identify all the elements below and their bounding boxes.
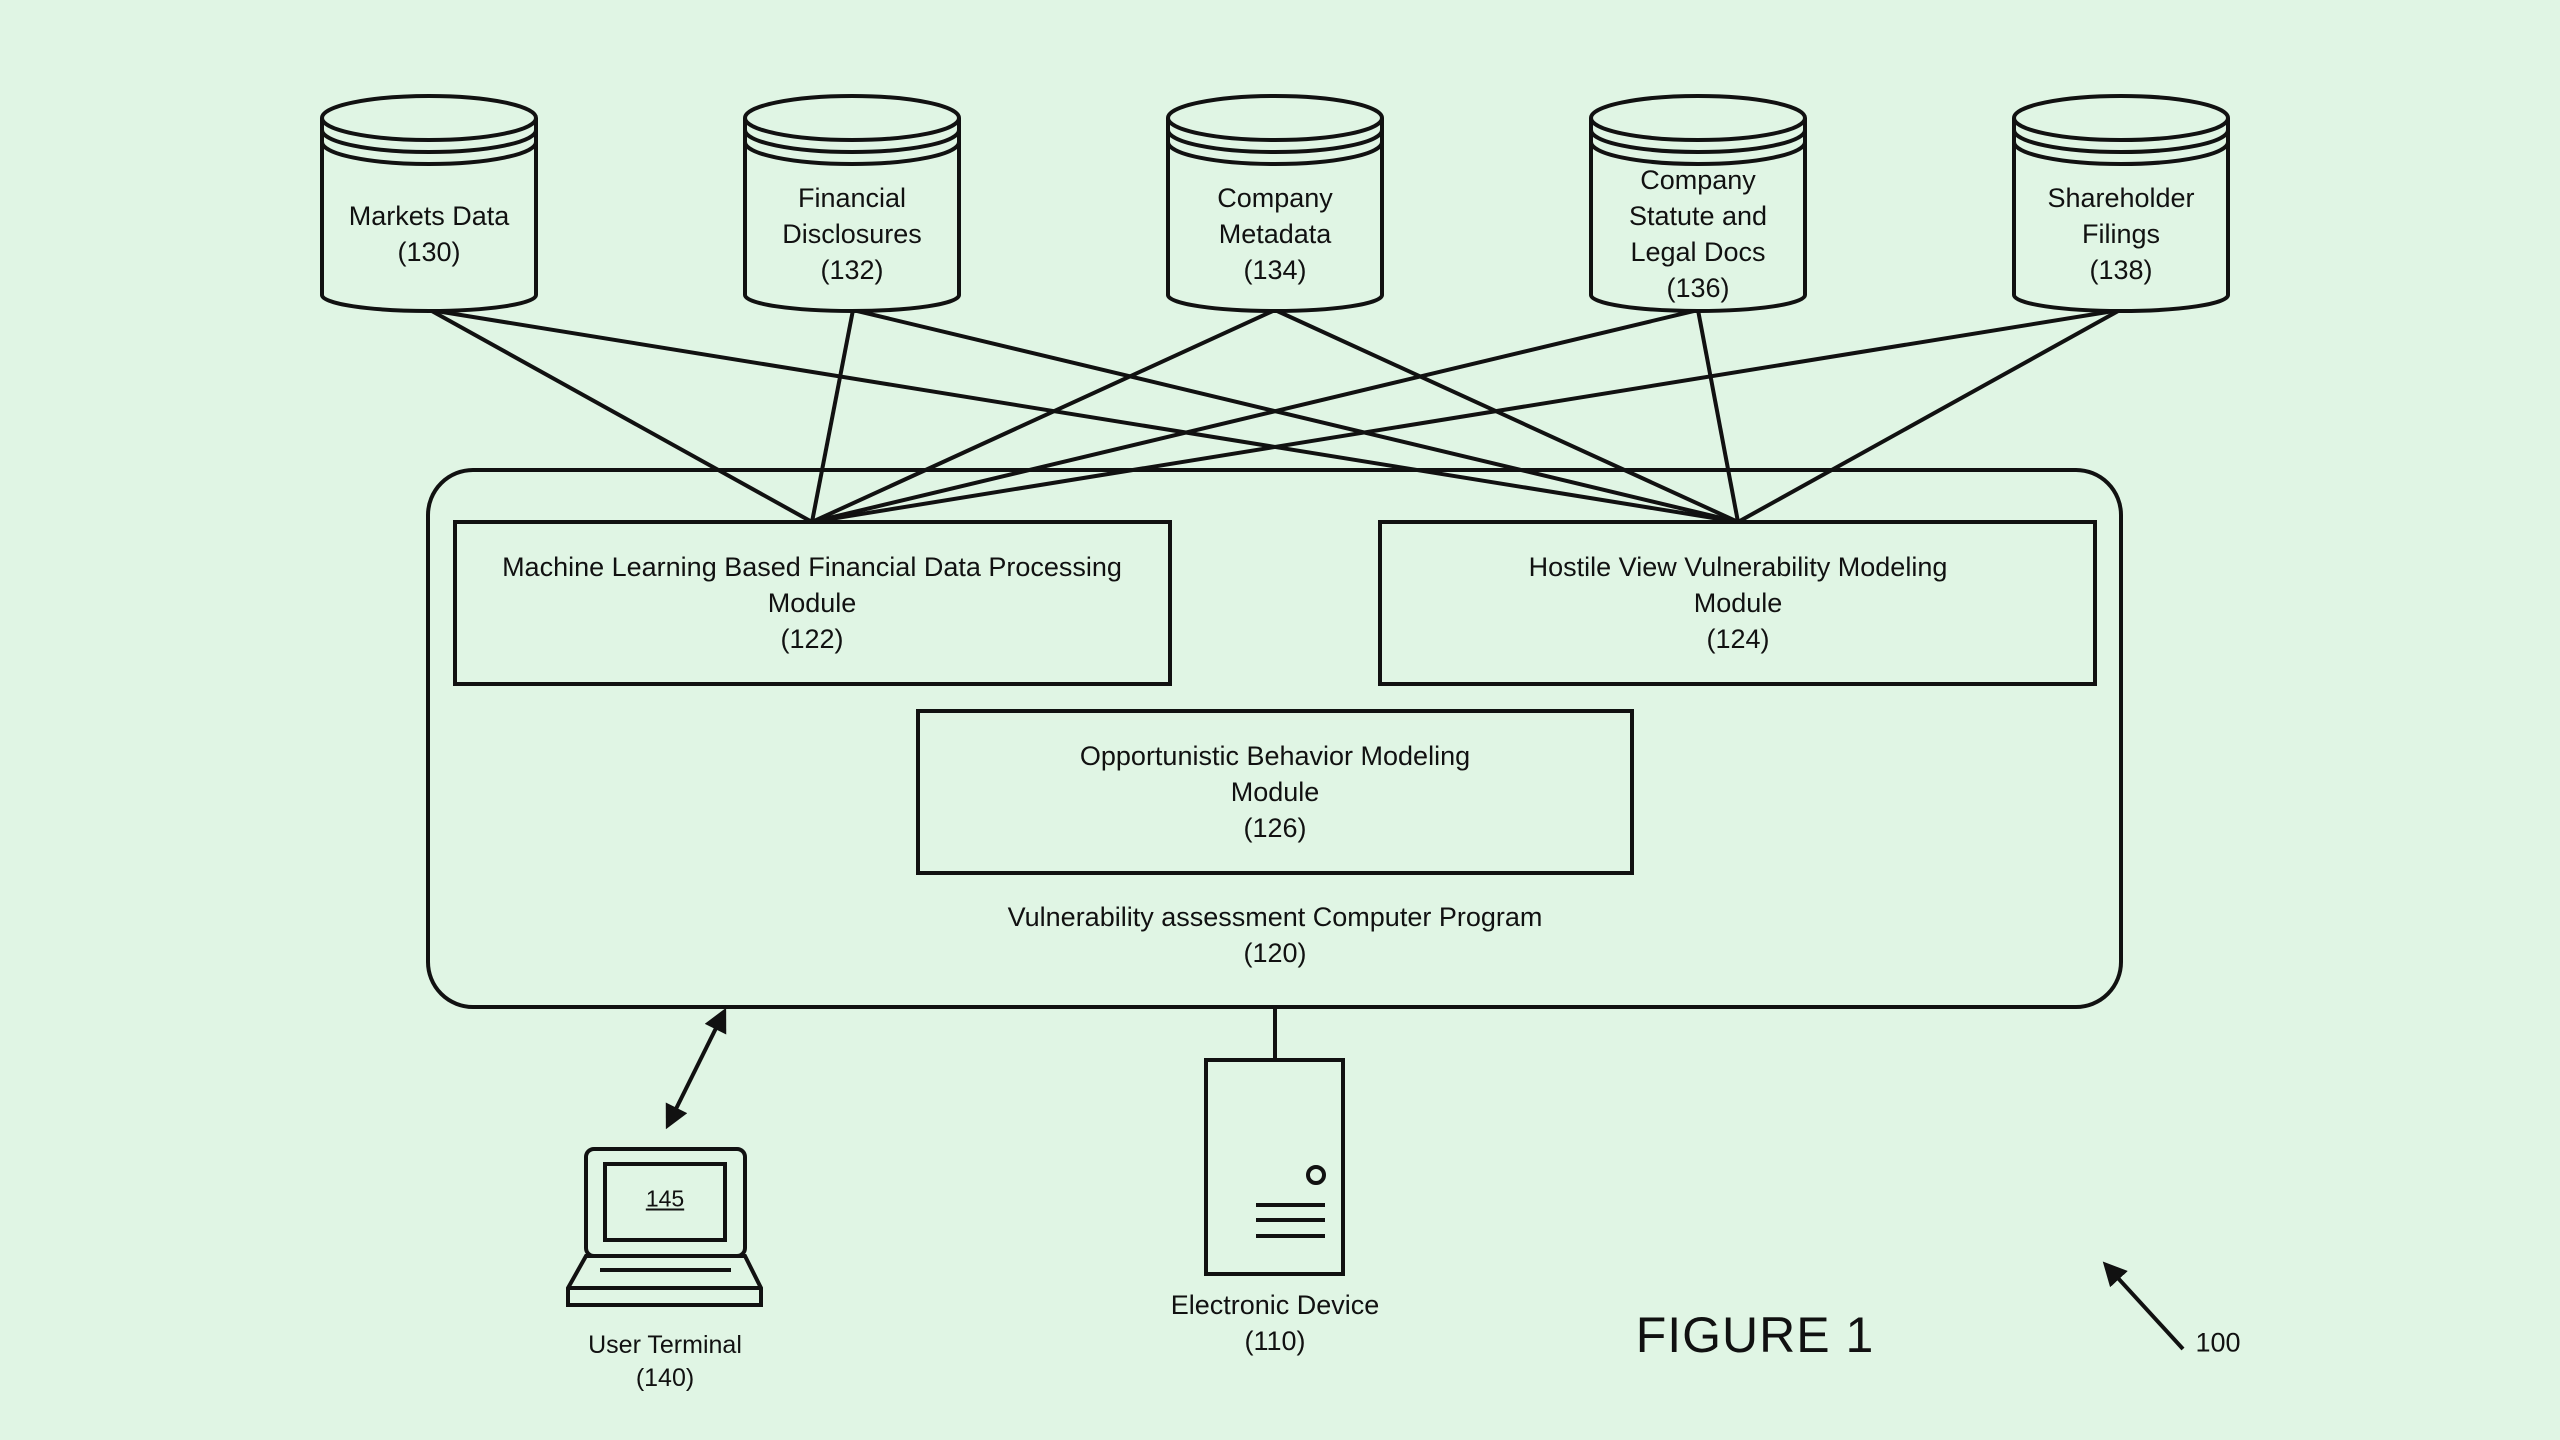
- connector-db130-to-module122: [429, 308, 813, 524]
- database-cylinder-132: [743, 94, 961, 313]
- figure-title: FIGURE 1: [1635, 1307, 1875, 1363]
- terminal-connection-arrow: [665, 1007, 727, 1130]
- database-label-134: Company Metadata (134): [1217, 180, 1333, 288]
- program-label: Vulnerability assessment Computer Progra…: [1008, 899, 1543, 971]
- database-name: Financial: [797, 183, 907, 213]
- database-name: Statute and: [1628, 201, 1768, 231]
- connector-db134-to-module124: [1274, 308, 1739, 524]
- terminal-screen-label: 145: [645, 1185, 685, 1212]
- database-label-138: Shareholder Filings (138): [2047, 180, 2194, 288]
- server-tower-icon: [1204, 1058, 1345, 1276]
- database-name: Company: [1640, 165, 1756, 195]
- figure-ref-number: 100: [2195, 1327, 2241, 1358]
- connector-db134-to-module122: [811, 308, 1276, 524]
- connector-db138-to-module122: [811, 308, 2121, 524]
- database-cylinder-130: [320, 94, 538, 313]
- database-name: Filings: [2081, 219, 2161, 249]
- device-ref-number: (110): [1244, 1326, 1306, 1356]
- program-ref-number: (120): [1243, 938, 1307, 968]
- database-cylinder-136: [1589, 94, 1807, 313]
- database-label-132: Financial Disclosures (132): [782, 180, 922, 288]
- module-name: Module: [1693, 588, 1783, 618]
- database-label-136: Company Statute and Legal Docs (136): [1629, 162, 1767, 306]
- connector-db132-to-module122: [810, 309, 855, 523]
- laptop-icon: [566, 1147, 763, 1307]
- module-name: Opportunistic Behavior Modeling: [1079, 741, 1471, 771]
- module-label-124: Hostile View Vulnerability Modeling Modu…: [1529, 549, 1948, 657]
- database-name: Disclosures: [782, 219, 922, 249]
- terminal-ref-number: (140): [635, 1364, 695, 1392]
- connector-db130-to-module124: [429, 308, 1739, 524]
- database-cylinder-134: [1166, 94, 1384, 313]
- database-name: Legal Docs: [1630, 237, 1766, 267]
- database-ref-number: (134): [1243, 255, 1307, 285]
- module-ref-number: (124): [1706, 624, 1770, 654]
- database-name: Company: [1217, 183, 1333, 213]
- connector-db136-to-module122: [811, 308, 1699, 524]
- electronic-device-label: Electronic Device (110): [1171, 1287, 1380, 1359]
- database-label-130: Markets Data (130): [349, 198, 510, 270]
- terminal-name: User Terminal: [588, 1331, 742, 1359]
- connector-db136-to-module124: [1696, 309, 1740, 523]
- module-ref-number: (122): [780, 624, 844, 654]
- database-name: Markets Data: [348, 201, 510, 231]
- figure-reference-arrow: [2102, 1261, 2185, 1351]
- program-name: Vulnerability assessment Computer Progra…: [1007, 902, 1543, 932]
- connection-lines: [429, 308, 2121, 524]
- module-box-126: [916, 709, 1634, 875]
- database-name: Shareholder: [2047, 183, 2195, 213]
- module-name: Module: [1230, 777, 1320, 807]
- module-box-122: [453, 520, 1172, 686]
- module-name: Machine Learning Based Financial Data Pr…: [502, 552, 1122, 582]
- module-name: Module: [767, 588, 857, 618]
- connector-db138-to-module124: [1737, 308, 2121, 524]
- module-box-124: [1378, 520, 2097, 686]
- database-ref-number: (132): [820, 255, 884, 285]
- device-name: Electronic Device: [1170, 1290, 1380, 1320]
- database-ref-number: (136): [1666, 273, 1730, 303]
- module-ref-number: (126): [1243, 813, 1307, 843]
- database-ref-number: (138): [2089, 255, 2153, 285]
- module-label-122: Machine Learning Based Financial Data Pr…: [502, 549, 1122, 657]
- module-label-126: Opportunistic Behavior Modeling Module (…: [1080, 738, 1470, 846]
- module-name: Hostile View Vulnerability Modeling: [1528, 552, 1948, 582]
- database-name: Metadata: [1218, 219, 1332, 249]
- database-ref-number: (130): [397, 237, 461, 267]
- user-terminal-label: User Terminal (140): [588, 1329, 742, 1395]
- connector-db132-to-module124: [852, 308, 1739, 524]
- database-cylinder-138: [2012, 94, 2230, 313]
